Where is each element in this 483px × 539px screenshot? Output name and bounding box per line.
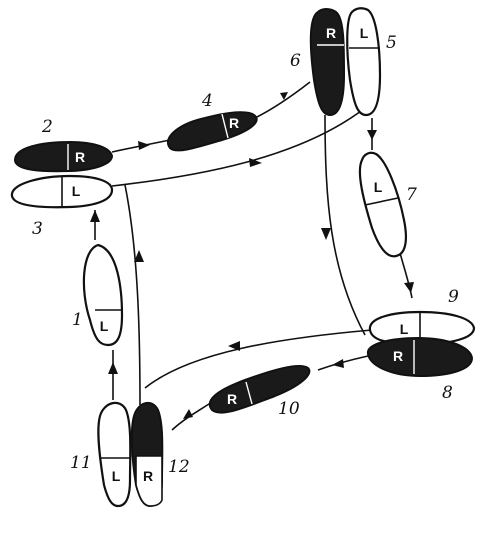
path-6-to-8 [324,114,366,336]
step-number-2: 2 [41,117,53,137]
arrow-icon [280,92,288,100]
step-number-11: 11 [70,453,92,473]
footprint-7-letter: L [374,179,383,195]
arrow-icon [367,130,377,140]
step-number-8: 8 [442,383,453,403]
footprint-12-letter: R [143,468,153,484]
step-number-5: 5 [386,33,397,53]
footprint-6-letter: R [326,25,336,41]
arrow-icon [332,359,344,368]
footprint-step-12: R [130,401,164,508]
footprint-step-5: L [346,7,382,117]
step-number-4: 4 [201,91,213,111]
footprint-step-11: L [97,401,132,508]
footprint-1-letter: L [100,318,109,334]
path-4-to-6 [254,81,311,119]
footprint-5-letter: L [360,25,369,41]
arrow-icon [321,228,331,240]
arrowheads [90,92,414,419]
footprint-step-4: R [167,111,258,152]
footprint-step-7: L [358,151,407,258]
arrow-icon [228,341,240,351]
step-number-6: 6 [290,51,301,71]
arrow-icon [404,282,414,293]
arrow-icon [134,250,144,262]
footprint-step-2: R [13,140,114,173]
footprint-step-6: R [309,8,346,117]
footprint-step-9: L [368,310,476,346]
arrow-icon [183,409,193,419]
footprint-3-letter: L [72,183,81,199]
step-number-3: 3 [32,219,43,239]
footprint-step-3: L [10,174,114,209]
step-number-1: 1 [72,310,83,330]
footprint-4-letter: R [229,115,239,131]
arrow-icon [138,141,150,150]
step-number-10: 10 [278,399,300,419]
footprint-9-letter: L [400,321,409,337]
step-number-12: 12 [168,457,190,477]
footprint-10-letter: R [227,391,237,407]
footprint-step-10: R [208,364,311,414]
path-9-to-11 [144,329,373,389]
arrow-icon [90,210,100,222]
arrow-icon [108,362,118,374]
path-3-to-5 [111,107,366,187]
footprint-step-8: R [367,336,474,378]
footprint-11-letter: L [112,468,121,484]
footprint-2-letter: R [75,149,85,165]
footprint-step-1: L [82,243,124,347]
step-number-7: 7 [406,185,417,205]
arrow-icon [249,158,262,167]
path-12-to-2 [124,184,141,406]
step-number-9: 9 [448,287,459,307]
footprint-8-letter: R [393,348,403,364]
